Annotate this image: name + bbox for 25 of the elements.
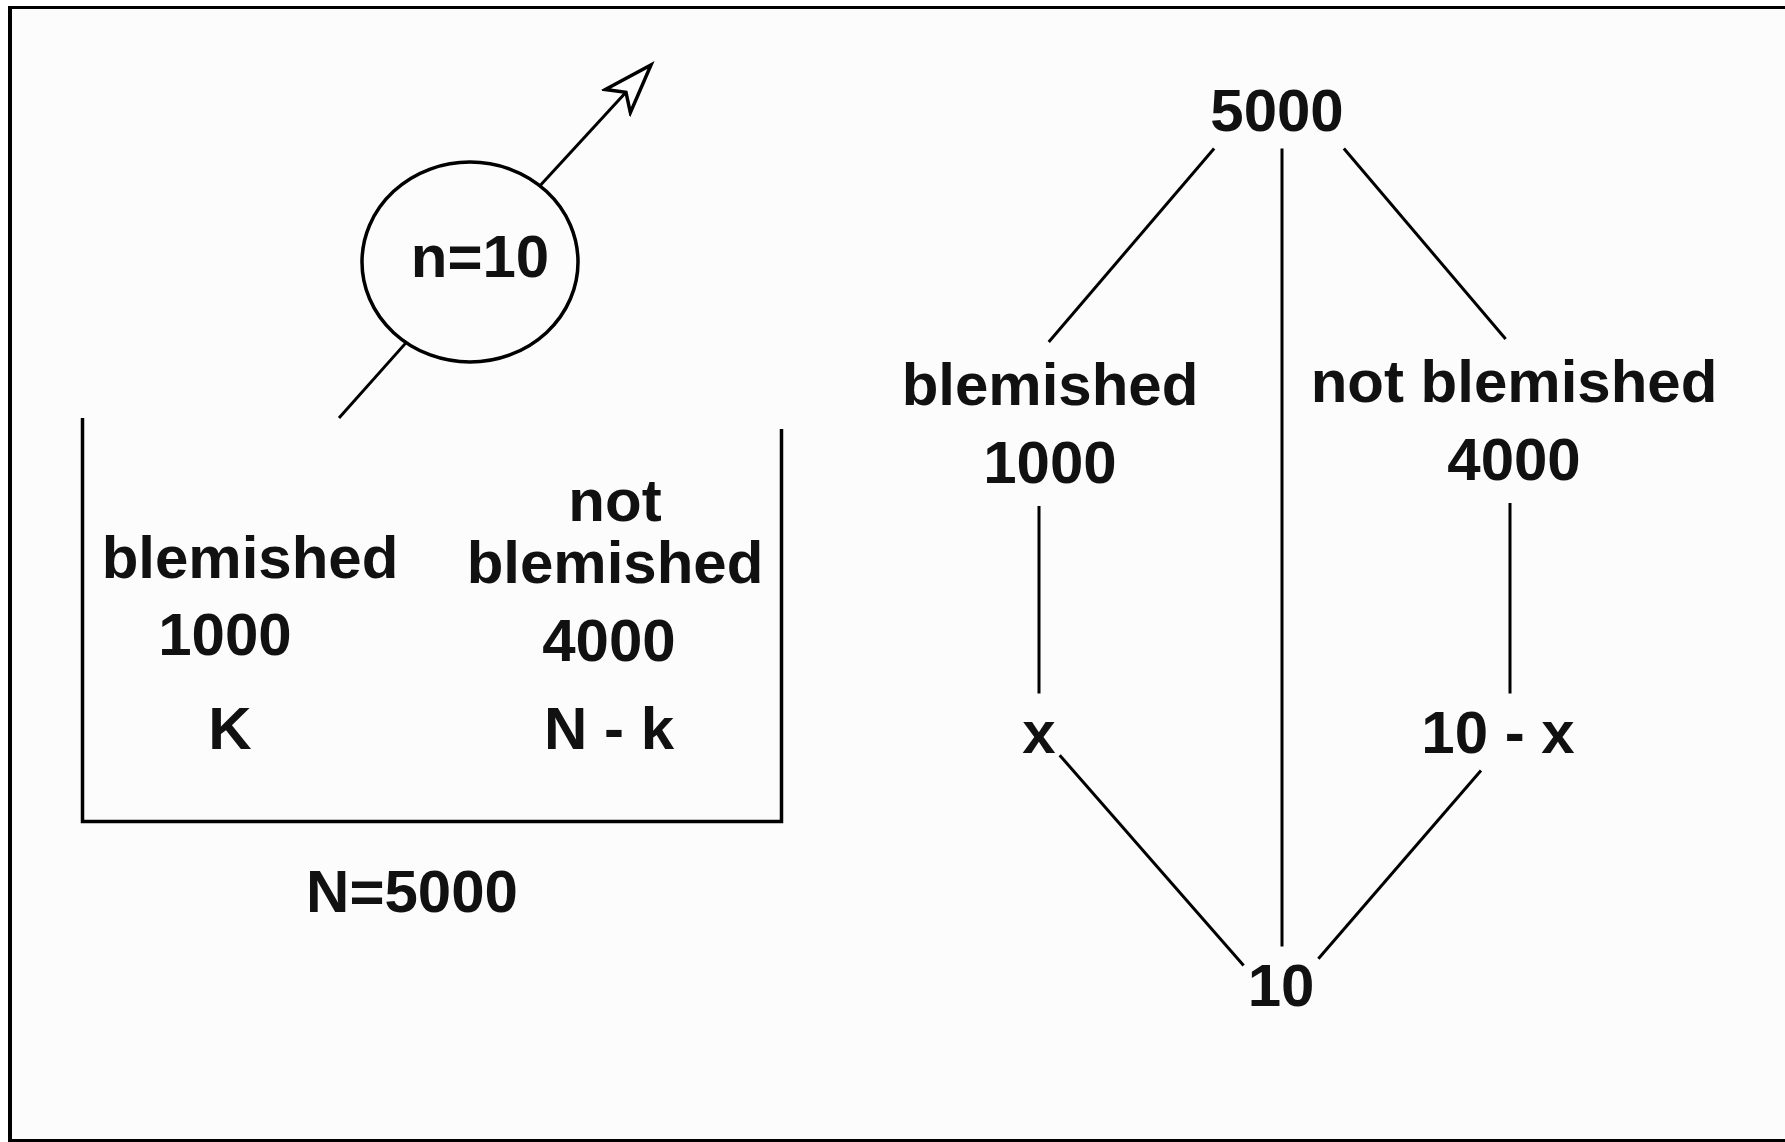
connector-line — [1342, 147, 1507, 340]
count-text: 4000 — [541, 610, 677, 672]
count-text: 10 — [1247, 950, 1315, 1020]
connector-line — [1058, 754, 1245, 967]
connector-line — [337, 341, 408, 419]
connector-line — [1508, 503, 1512, 694]
symbol-text: N - k — [543, 698, 675, 760]
connector-line — [1047, 147, 1216, 343]
symbol-text: K — [207, 698, 253, 760]
category-label: blemished — [901, 350, 1199, 420]
arrow — [538, 63, 653, 187]
category-label: not blemished — [465, 470, 765, 594]
count-text: 10 - x — [1421, 697, 1575, 767]
count-text: 1000 — [157, 604, 293, 666]
category-label: blemished — [100, 527, 400, 589]
sample-size-label: n=10 — [410, 221, 550, 291]
connector-line — [1317, 769, 1483, 960]
connector-line — [1037, 506, 1041, 694]
count-text: 4000 — [1446, 425, 1582, 495]
population-label: N=5000 — [306, 856, 518, 926]
category-label: not blemished — [1310, 347, 1718, 417]
count-text: 5000 — [1210, 75, 1344, 145]
count-text: 1000 — [982, 428, 1118, 498]
count-text: x — [1022, 697, 1056, 767]
connector-line — [1280, 148, 1284, 947]
